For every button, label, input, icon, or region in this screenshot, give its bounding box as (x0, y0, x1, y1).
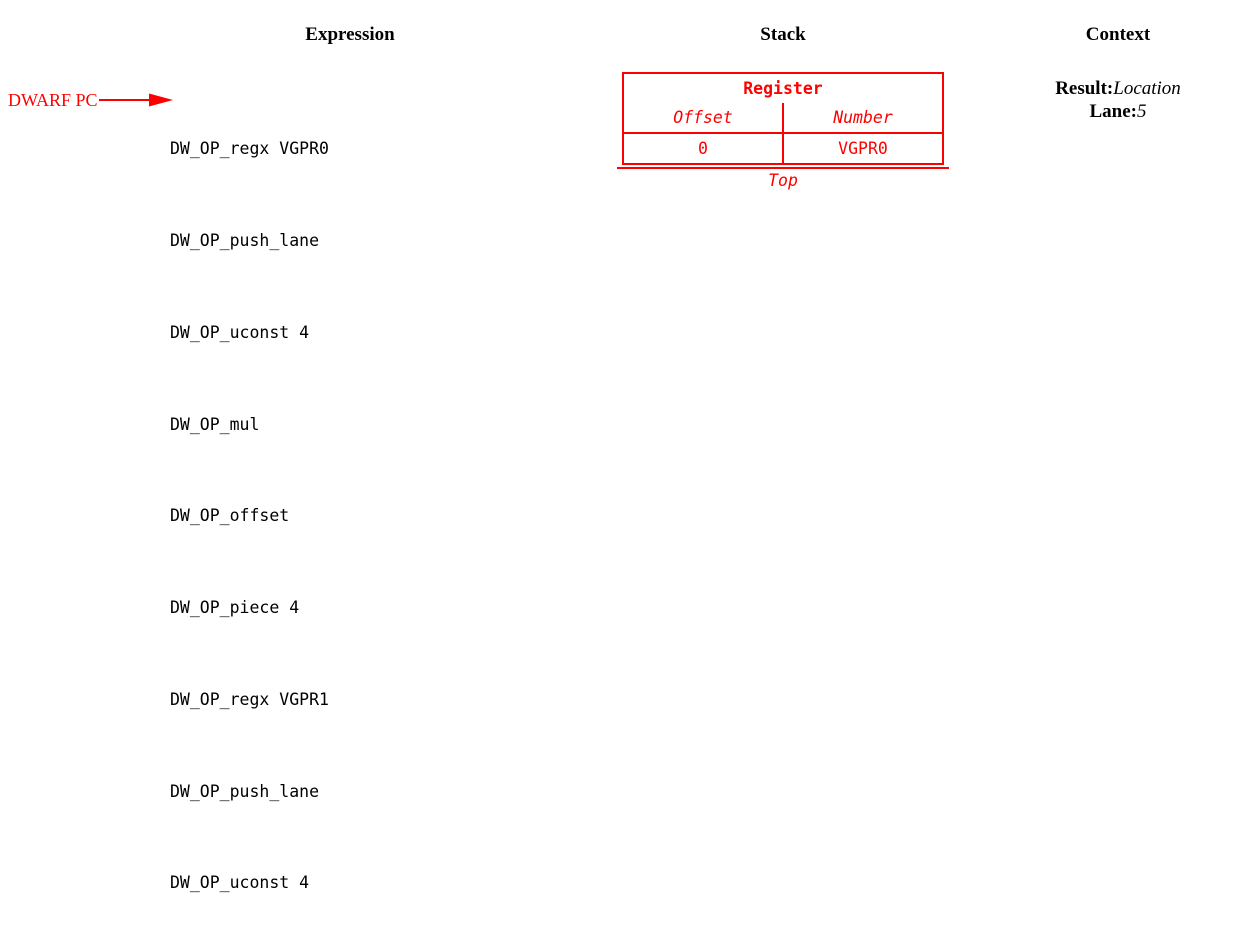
stack-value-number: VGPR0 (838, 139, 888, 158)
expression-line: DW_OP_push_lane (170, 230, 320, 250)
context-key-lane: Lane: (1089, 101, 1138, 122)
stack-entry-column-header-row: Offset Number (623, 103, 943, 134)
expression-line: DW_OP_mul (170, 414, 260, 434)
stack-value-offset: 0 (623, 133, 784, 164)
column-heading-stack: Stack (760, 24, 806, 45)
arrow-right-icon (98, 93, 173, 107)
expression-line: DW_OP_uconst 4 (170, 322, 310, 342)
expression-list: DW_OP_regx VGPR0 DW_OP_push_lane DW_OP_u… (170, 73, 329, 936)
expression-line: DW_OP_push_lane (170, 781, 320, 801)
column-heading-expression: Expression (305, 24, 395, 45)
context-key-result: Result: (1055, 78, 1114, 99)
context-value-result: Location (1113, 78, 1181, 99)
expression-line: DW_OP_offset (170, 506, 290, 526)
stack-entry-value-row: 0 VGPR0 (623, 133, 943, 164)
stack-area: Register Offset Number 0 VGPR0 Top (617, 72, 949, 192)
stack-top-label: Top (768, 171, 798, 190)
stack-entry-title-row: Register (623, 73, 943, 103)
column-heading-context: Context (1085, 24, 1151, 45)
expression-line: DW_OP_regx VGPR1 (170, 689, 329, 709)
stack-top-rule (617, 167, 949, 169)
expression-line: DW_OP_regx VGPR0 (170, 139, 329, 159)
stack-entry-title: Register (743, 79, 823, 98)
stack-column-header-number: Number (783, 103, 943, 134)
context-value-lane: 5 (1137, 101, 1147, 122)
expression-line: DW_OP_piece 4 (170, 598, 300, 618)
expression-line: DW_OP_uconst 4 (170, 873, 310, 893)
dwarf-pc-label: DWARF PC (8, 90, 98, 110)
context-block: Result:Location Lane:5 (1018, 77, 1218, 123)
stack-entry-register: Register Offset Number 0 VGPR0 (622, 72, 944, 165)
dwarf-pc-marker: DWARF PC (8, 88, 177, 112)
context-row-result: Result:Location (1018, 77, 1218, 100)
context-row-lane: Lane:5 (1018, 100, 1218, 123)
stack-column-header-offset: Offset (623, 103, 784, 134)
